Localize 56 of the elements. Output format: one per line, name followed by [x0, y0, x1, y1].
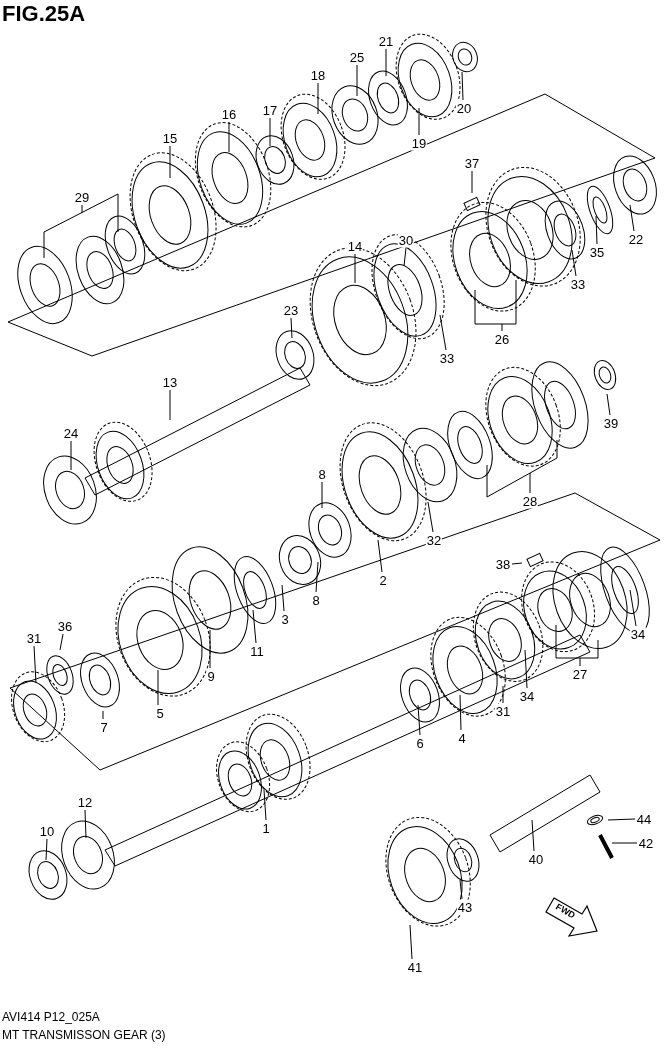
leader-line: [70, 440, 72, 471]
leader-line: [607, 818, 636, 821]
leader-line: [427, 501, 434, 533]
leader-line: [571, 249, 577, 277]
leader-line: [417, 704, 421, 736]
leader-line: [502, 685, 504, 704]
leader-line: [403, 247, 407, 267]
leader-line: [228, 121, 230, 153]
leader-line: [354, 253, 356, 284]
leader-line: [606, 393, 611, 416]
leader-line: [45, 838, 48, 861]
leader-line: [629, 204, 635, 232]
leader-line: [33, 645, 37, 684]
leader-line: [315, 561, 319, 593]
callout-number: 30: [397, 232, 415, 248]
leader-line: [555, 624, 599, 667]
leader-line: [611, 842, 638, 844]
leader-line: [531, 819, 535, 852]
leader-line: [169, 389, 171, 421]
leader-line: [486, 439, 558, 498]
leader-line: [269, 117, 271, 147]
leader-line: [474, 279, 517, 332]
leader-line: [43, 193, 119, 259]
leader-line: [317, 82, 319, 115]
leader-line: [356, 64, 358, 97]
leader-line: [209, 629, 211, 669]
leader-line: [418, 107, 420, 136]
leader-line: [102, 710, 104, 720]
leader-line: [157, 669, 159, 706]
leader-line: [377, 539, 383, 573]
leader-line: [524, 649, 528, 689]
leader-line: [385, 48, 387, 77]
direction-label: FWD: [553, 901, 577, 922]
leader-line: [461, 71, 464, 101]
callout-number: 31: [494, 703, 512, 719]
leader-line: [321, 481, 323, 509]
leader-line: [459, 879, 463, 900]
leader-line: [595, 215, 598, 245]
figure-code: AVI414 P12_025A: [2, 1010, 100, 1024]
leader-line: [511, 562, 523, 565]
callout-number: 20: [455, 100, 473, 116]
figure-caption: MT TRANSMISSON GEAR (3): [2, 1028, 166, 1042]
leader-line: [459, 694, 462, 731]
leader-line: [59, 633, 64, 651]
figure-title: FIG.25A: [2, 2, 86, 26]
leader-line: [263, 789, 267, 821]
leader-line: [290, 317, 293, 339]
callout-number: 34: [629, 626, 647, 642]
leader-line: [409, 924, 413, 960]
callout-number: 9: [206, 668, 216, 684]
leader-line: [252, 609, 257, 644]
leader-line: [169, 145, 171, 179]
leader-line: [281, 584, 285, 612]
leader-line: [471, 170, 473, 194]
leader-line: [439, 314, 447, 351]
callout-number: 43: [456, 899, 474, 915]
